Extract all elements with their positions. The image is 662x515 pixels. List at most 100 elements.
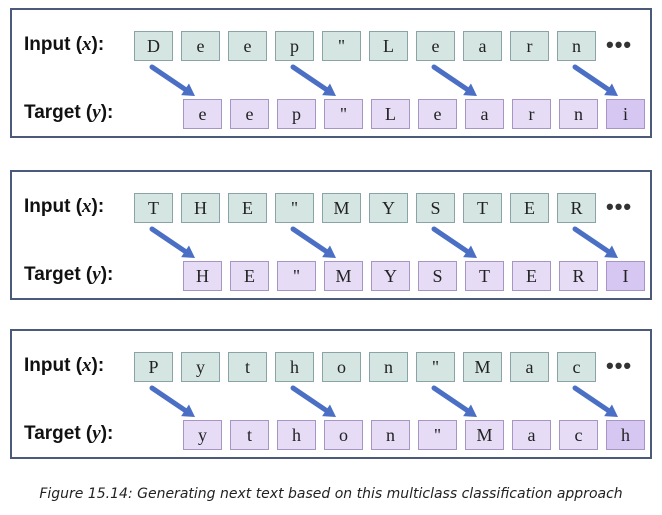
ellipsis-indicator: ••• <box>606 194 633 219</box>
input-token: T <box>463 193 502 223</box>
input-label: Input (x): <box>24 196 104 218</box>
next-token-arrow-icon <box>290 226 336 258</box>
input-label-close: ): <box>91 34 105 55</box>
input-token: t <box>228 352 267 382</box>
target-token: I <box>606 261 645 291</box>
ellipsis-indicator: ••• <box>606 32 633 57</box>
input-token: a <box>463 31 502 61</box>
target-token: e <box>230 99 269 129</box>
input-token: h <box>275 352 314 382</box>
input-token: M <box>322 193 361 223</box>
next-token-arrow-icon <box>431 226 477 258</box>
target-token: n <box>371 420 410 450</box>
input-token: L <box>369 31 408 61</box>
input-token: e <box>181 31 220 61</box>
next-token-arrow-icon <box>149 226 195 258</box>
target-label: Target (y): <box>24 423 113 445</box>
target-token: S <box>418 261 457 291</box>
target-token: h <box>606 420 645 450</box>
input-label: Input (x): <box>24 34 104 56</box>
input-label-text: Input ( <box>24 34 83 55</box>
target-token: Y <box>371 261 410 291</box>
target-token: r <box>512 99 551 129</box>
next-token-arrow-icon <box>149 64 195 96</box>
input-token: n <box>369 352 408 382</box>
target-label-variable: y <box>92 264 101 285</box>
target-token: o <box>324 420 363 450</box>
input-token: H <box>181 193 220 223</box>
input-label-close: ): <box>91 355 105 376</box>
input-token: y <box>181 352 220 382</box>
input-token: '' <box>416 352 455 382</box>
target-label-variable: y <box>92 102 101 123</box>
next-token-arrow-icon <box>572 385 618 417</box>
target-token: n <box>559 99 598 129</box>
input-label-variable: x <box>82 34 92 55</box>
input-label: Input (x): <box>24 355 104 377</box>
input-token: p <box>275 31 314 61</box>
next-token-arrow-icon <box>431 385 477 417</box>
target-token: e <box>418 99 457 129</box>
input-token: D <box>134 31 173 61</box>
target-token: E <box>512 261 551 291</box>
target-label-close: ): <box>100 423 114 444</box>
next-token-arrow-icon <box>149 385 195 417</box>
input-label-variable: x <box>82 355 92 376</box>
target-token: T <box>465 261 504 291</box>
next-token-arrow-icon <box>572 226 618 258</box>
target-label: Target (y): <box>24 264 113 286</box>
target-label-variable: y <box>92 423 101 444</box>
input-token: R <box>557 193 596 223</box>
input-token: e <box>416 31 455 61</box>
target-token: t <box>230 420 269 450</box>
input-label-text: Input ( <box>24 355 83 376</box>
input-token: Y <box>369 193 408 223</box>
next-token-arrow-icon <box>572 64 618 96</box>
input-label-close: ): <box>91 196 105 217</box>
target-token: '' <box>418 420 457 450</box>
input-token: E <box>228 193 267 223</box>
target-label-close: ): <box>100 264 114 285</box>
input-token: T <box>134 193 173 223</box>
target-token: L <box>371 99 410 129</box>
target-token: E <box>230 261 269 291</box>
target-token: y <box>183 420 222 450</box>
target-label-text: Target ( <box>24 102 93 123</box>
input-token: P <box>134 352 173 382</box>
target-label: Target (y): <box>24 102 113 124</box>
input-label-variable: x <box>82 196 92 217</box>
input-token: r <box>510 31 549 61</box>
next-token-arrow-icon <box>290 64 336 96</box>
target-token: '' <box>277 261 316 291</box>
target-token: H <box>183 261 222 291</box>
target-token: M <box>465 420 504 450</box>
next-token-arrow-icon <box>431 64 477 96</box>
target-token: a <box>512 420 551 450</box>
target-token: M <box>324 261 363 291</box>
input-token: S <box>416 193 455 223</box>
target-token: R <box>559 261 598 291</box>
target-token: h <box>277 420 316 450</box>
target-label-close: ): <box>100 102 114 123</box>
ellipsis-indicator: ••• <box>606 353 633 378</box>
input-label-text: Input ( <box>24 196 83 217</box>
input-token: n <box>557 31 596 61</box>
target-label-text: Target ( <box>24 423 93 444</box>
figure-caption: Figure 15.14: Generating next text based… <box>39 486 623 502</box>
input-token: c <box>557 352 596 382</box>
target-label-text: Target ( <box>24 264 93 285</box>
input-token: e <box>228 31 267 61</box>
target-token: c <box>559 420 598 450</box>
input-token: E <box>510 193 549 223</box>
target-token: e <box>183 99 222 129</box>
target-token: i <box>606 99 645 129</box>
input-token: '' <box>275 193 314 223</box>
target-token: p <box>277 99 316 129</box>
target-token: a <box>465 99 504 129</box>
next-token-arrow-icon <box>290 385 336 417</box>
input-token: '' <box>322 31 361 61</box>
input-token: a <box>510 352 549 382</box>
